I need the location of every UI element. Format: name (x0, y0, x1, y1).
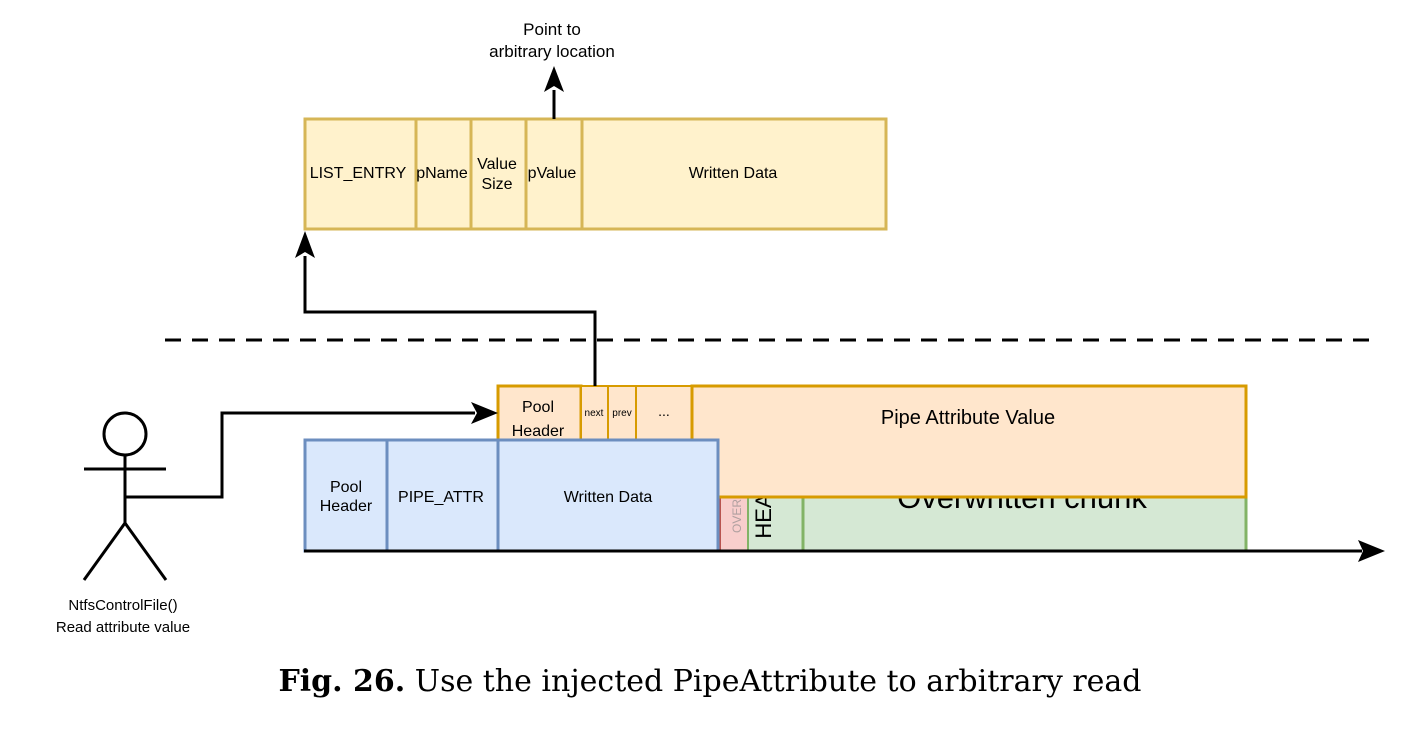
ellipsis-label: ... (658, 403, 670, 419)
list-entry-label: LIST_ENTRY (310, 165, 407, 182)
value-size-label-2: Size (481, 176, 512, 193)
pvalue-arrow (544, 66, 564, 119)
value-size-box (469, 117, 528, 231)
actor-figure (82, 411, 168, 581)
chunk-pool-header-label-2: Header (320, 498, 373, 515)
actor-label-2: Read attribute value (56, 619, 190, 636)
figure-caption: Fig. 26. Use the injected PipeAttribute … (0, 664, 1420, 699)
pipe-attr-chunk: Pool Header PIPE_ATTR Written Data (303, 438, 720, 553)
pvalue-label: pValue (528, 165, 577, 182)
pipe-attr-value-label: Pipe Attribute Value (881, 407, 1055, 429)
list-entry-box (303, 117, 418, 231)
prev-label: prev (612, 408, 631, 419)
value-size-label-1: Value (477, 156, 517, 173)
ellipsis-box (635, 385, 693, 441)
point-to-label-2: arbitrary location (489, 42, 615, 61)
top-written-data-label: Written Data (689, 165, 778, 182)
pname-box (414, 117, 473, 231)
next-label: next (585, 408, 604, 419)
chunk-pool-header-label-1: Pool (330, 479, 362, 496)
pipe-attribute: Pool Header next prev ... Pipe Attribute… (496, 384, 1248, 499)
actor-arrow (125, 402, 498, 499)
hea-label: HEA (751, 493, 776, 539)
chunk-pipe-attr-box (385, 438, 500, 553)
memory-axis (304, 540, 1385, 562)
written-data-box (580, 117, 888, 231)
pipe-attr-value-box (690, 384, 1248, 499)
pipe-pool-header-label-2: Header (512, 423, 565, 440)
next-pointer-arrow (295, 231, 597, 386)
pname-label: pName (416, 165, 468, 182)
pipe-pool-header-label-1: Pool (522, 399, 554, 416)
next-box (580, 385, 609, 441)
chunk-written-data-label: Written Data (564, 489, 653, 506)
figure-caption-text: Use the injected PipeAttribute to arbitr… (414, 664, 1142, 699)
point-to-label-1: Point to (523, 20, 581, 39)
actor-label-1: NtfsControlFile() (68, 597, 177, 614)
figure-number: Fig. 26. (278, 664, 406, 699)
top-struct: LIST_ENTRY pName Value Size pValue Writt… (303, 117, 888, 231)
chunk-pipe-attr-label: PIPE_ATTR (398, 489, 484, 506)
chunk-written-data-box (496, 438, 720, 553)
over-label: OVER (730, 499, 744, 533)
